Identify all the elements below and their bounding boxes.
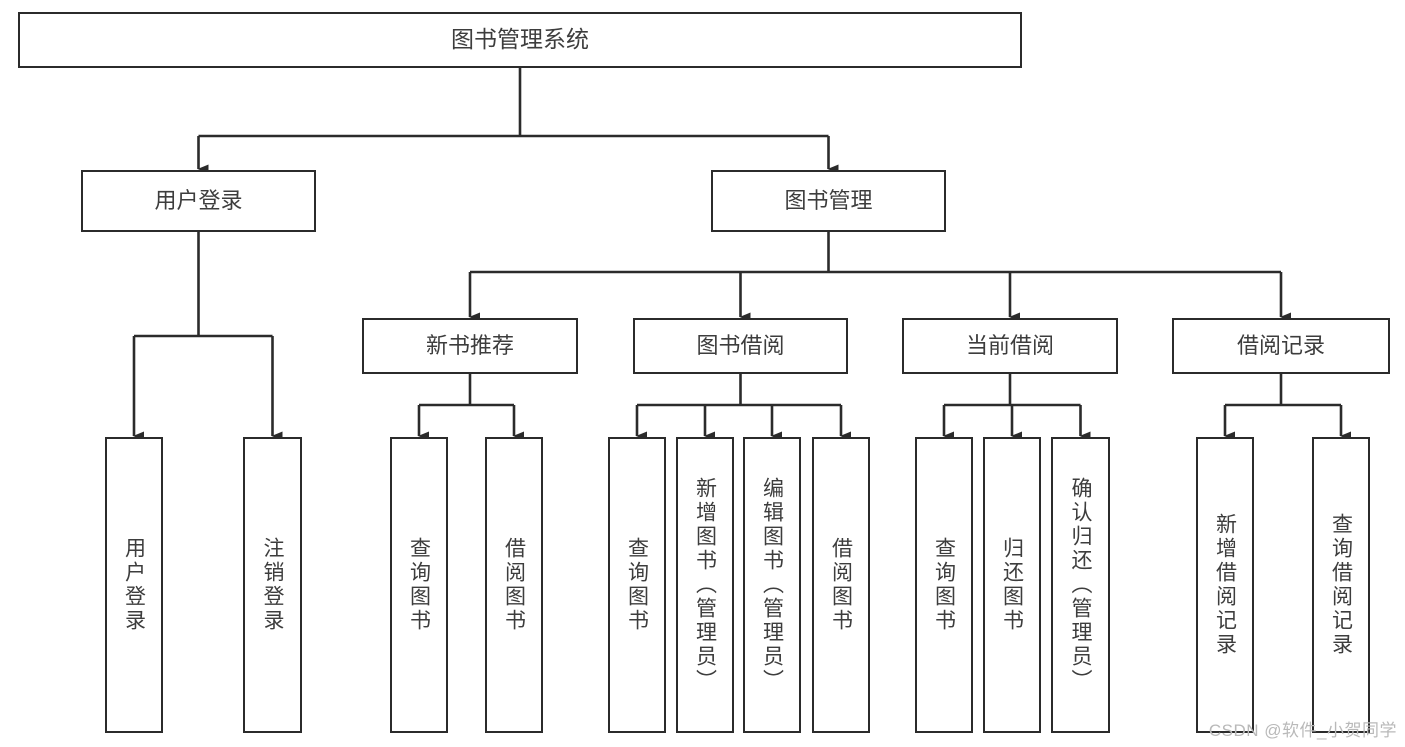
node-current[interactable]: 当前借阅	[902, 318, 1118, 374]
node-label: 借阅图书	[502, 537, 526, 633]
node-l11[interactable]: 确认归还（管理员）	[1051, 437, 1110, 733]
node-label: 借阅图书	[829, 537, 853, 633]
node-l9[interactable]: 查询图书	[915, 437, 973, 733]
node-root[interactable]: 图书管理系统	[18, 12, 1022, 68]
csdn-watermark: CSDN @软件_小贺同学	[1208, 721, 1397, 740]
node-label: 图书管理系统	[451, 26, 589, 53]
node-label: 新增图书（管理员）	[693, 477, 717, 693]
node-bookmgmt[interactable]: 图书管理	[711, 170, 946, 232]
node-l6[interactable]: 新增图书（管理员）	[676, 437, 734, 733]
node-l8[interactable]: 借阅图书	[812, 437, 870, 733]
node-label: 用户登录	[154, 188, 243, 214]
node-label: 用户登录	[122, 537, 146, 633]
node-l7[interactable]: 编辑图书（管理员）	[743, 437, 801, 733]
node-label: 新增借阅记录	[1213, 513, 1237, 657]
node-borrow[interactable]: 图书借阅	[633, 318, 848, 374]
node-label: 图书借阅	[696, 333, 785, 359]
node-label: 查询借阅记录	[1329, 513, 1353, 657]
node-label: 归还图书	[1000, 537, 1024, 633]
node-label: 注销登录	[261, 537, 284, 633]
node-label: 确认归还（管理员）	[1069, 477, 1092, 693]
node-label: 编辑图书（管理员）	[760, 477, 784, 693]
node-l1[interactable]: 用户登录	[105, 437, 163, 733]
node-label: 新书推荐	[425, 333, 514, 359]
node-records[interactable]: 借阅记录	[1172, 318, 1390, 374]
node-l3[interactable]: 查询图书	[390, 437, 448, 733]
node-l13[interactable]: 查询借阅记录	[1312, 437, 1370, 733]
node-label: 当前借阅	[965, 333, 1054, 359]
node-label: 查询图书	[932, 537, 956, 633]
node-l5[interactable]: 查询图书	[608, 437, 666, 733]
node-l2[interactable]: 注销登录	[243, 437, 302, 733]
node-label: 借阅记录	[1236, 333, 1325, 359]
node-l12[interactable]: 新增借阅记录	[1196, 437, 1254, 733]
node-label: 图书管理	[784, 188, 873, 214]
node-l4[interactable]: 借阅图书	[485, 437, 543, 733]
node-newbook[interactable]: 新书推荐	[362, 318, 578, 374]
node-label: 查询图书	[407, 537, 431, 633]
node-login[interactable]: 用户登录	[81, 170, 316, 232]
node-label: 查询图书	[625, 537, 649, 633]
node-l10[interactable]: 归还图书	[983, 437, 1041, 733]
